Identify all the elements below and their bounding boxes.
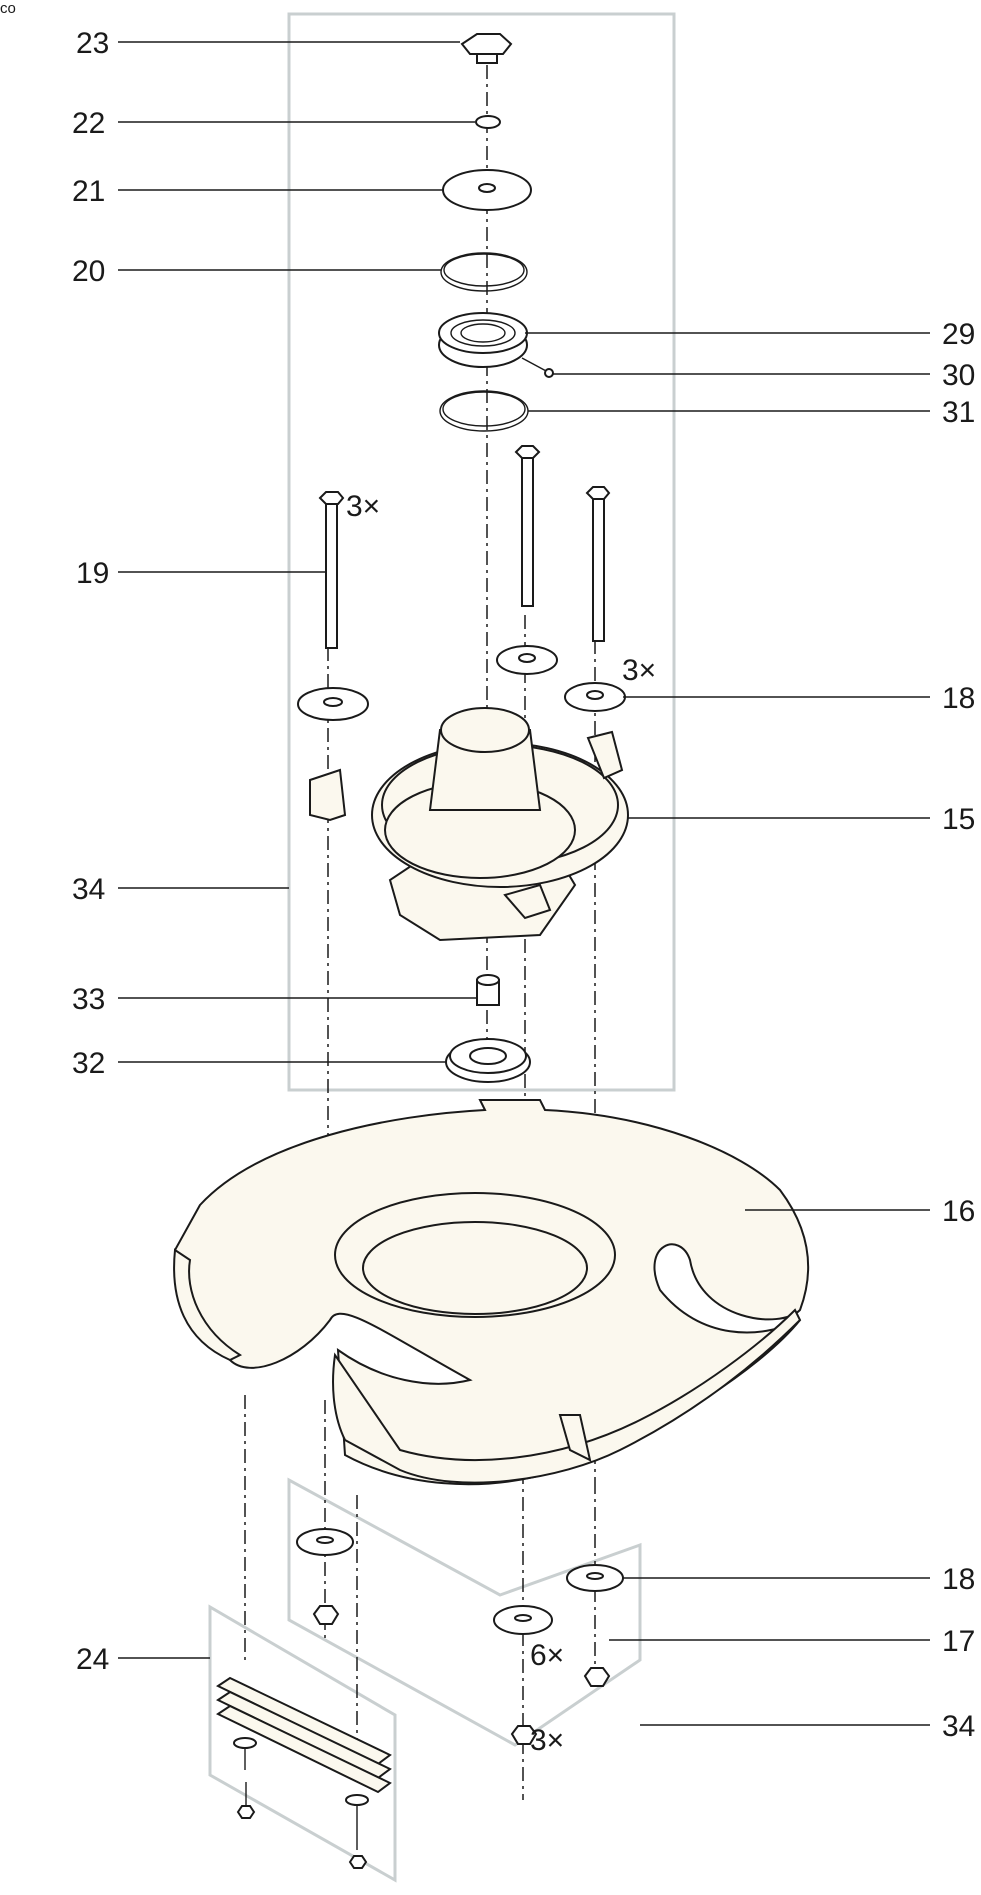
base-weight-part — [173, 1099, 810, 1486]
callout-18-upper: 18 — [942, 682, 975, 715]
washer-upper-left-part — [297, 687, 369, 721]
callout-20: 20 — [72, 255, 105, 288]
callout-16: 16 — [942, 1195, 975, 1228]
cap-plug-part — [460, 33, 513, 64]
quantity-bolts: 3× — [346, 490, 380, 523]
callout-32: 32 — [72, 1047, 105, 1080]
bolt-left-part — [318, 491, 345, 649]
callout-29: 29 — [942, 318, 975, 351]
nut-assembly-frame — [287, 1477, 642, 1747]
corner-mark: co — [0, 0, 16, 17]
bearing-part — [438, 312, 528, 368]
washer-upper-right-part — [564, 682, 626, 712]
callout-34-lower: 34 — [942, 1710, 975, 1743]
o-ring-upper-part — [440, 252, 528, 292]
callout-30: 30 — [942, 359, 975, 392]
plate-assembly-frame — [208, 1604, 397, 1883]
retaining-ring-part — [475, 115, 501, 129]
callout-31: 31 — [942, 396, 975, 429]
callout-15: 15 — [942, 803, 975, 836]
nut-left-part — [312, 1605, 340, 1625]
callout-19: 19 — [76, 557, 109, 590]
shim-plate-part — [215, 1676, 392, 1794]
grommet-part — [445, 1038, 531, 1083]
callout-24: 24 — [76, 1643, 109, 1676]
nut-mid-part — [510, 1725, 538, 1745]
callout-17: 17 — [942, 1625, 975, 1658]
bolt-right-part — [585, 486, 611, 642]
quantity-washers-bottom: 6× — [530, 1639, 564, 1672]
cover-disc-part — [442, 169, 532, 211]
callout-23: 23 — [76, 27, 109, 60]
bushing-part — [476, 974, 500, 1006]
callout-22: 22 — [72, 107, 105, 140]
set-screw-part — [521, 357, 554, 378]
quantity-washers-top: 3× — [622, 654, 656, 687]
washer-lower-left-part — [296, 1528, 354, 1556]
callout-33: 33 — [72, 983, 105, 1016]
washer-lower-right-part — [566, 1564, 624, 1592]
nut-right-part — [583, 1667, 611, 1687]
upper-assembly-frame — [287, 12, 676, 1092]
callout-21: 21 — [72, 175, 105, 208]
callout-18-lower: 18 — [942, 1563, 975, 1596]
hub-housing-part — [309, 707, 629, 942]
callout-34-upper: 34 — [72, 873, 105, 906]
washer-lower-mid-part — [493, 1605, 553, 1635]
o-ring-lower-part — [439, 390, 529, 432]
quantity-nuts: 3× — [530, 1724, 564, 1757]
plate-screws-part — [233, 1737, 369, 1869]
washer-upper-mid-part — [496, 645, 558, 675]
bolt-mid-part — [514, 445, 541, 607]
